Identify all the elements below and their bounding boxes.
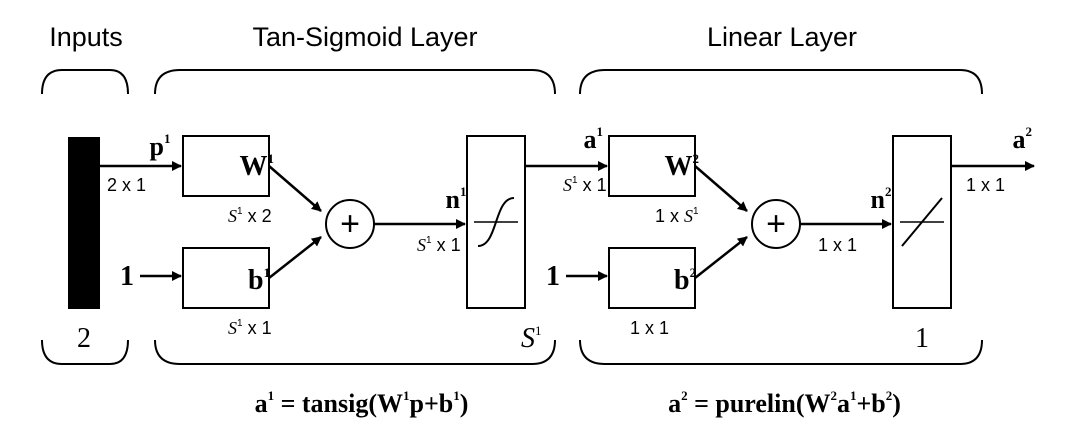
b2-dim: 1 x 1 [630,318,669,338]
purelin-count-label: 1 [915,323,929,354]
b1-box [182,247,270,309]
n1-label: n1 [413,173,486,214]
sum2-symbol: + [766,205,786,243]
b2-to-sum2-arrow [694,236,748,279]
w1-box [182,135,270,197]
input-vector-bar [68,137,100,309]
sum1-symbol: + [340,205,360,243]
b2-label: b2 [639,253,717,296]
layer2-bias-input: 1 [546,261,560,292]
b1-dim: S1 x 1 [203,318,287,338]
w1-to-sum1-arrow [268,165,322,212]
layer2-equation: a2 = purelin(W2a1+b2) [636,388,921,418]
layer1-equation: a1 = tansig(W1p+b1) [222,388,488,418]
input-signal-dim: 2 x 1 [107,175,146,195]
inputs-bottom-brace [41,339,129,365]
a1-dim: S1 x 1 [538,175,622,195]
w2-box [608,135,696,197]
linear-top-brace [579,69,983,95]
tansig-top-brace [154,69,556,95]
purelin-line-icon [901,197,943,247]
input-signal-label: p1 [117,120,190,161]
b1-label: b1 [213,253,291,296]
a2-label: a2 [980,113,1052,154]
n2-dim: 1 x 1 [818,235,857,255]
tansig-count-label: S1 [486,311,563,354]
linear-layer-header: Linear Layer [707,22,857,52]
w2-label: W2 [630,139,720,182]
tansig-layer-header: Tan-Sigmoid Layer [252,22,477,52]
b2-box [608,247,696,309]
a2-dim: 1 x 1 [966,175,1005,195]
n1-dim: S1 x 1 [392,235,476,255]
b1-to-sum1-arrow [268,236,322,279]
w2-to-sum2-arrow [694,165,748,212]
linear-bottom-brace [579,339,983,365]
tansig-bottom-brace [154,339,556,365]
inputs-top-brace [41,69,129,95]
layer1-bias-input: 1 [120,261,134,292]
a1-label: a1 [551,113,623,154]
input-size-label: 2 [77,323,91,354]
n2-label: n2 [838,173,911,214]
tansig-curve-icon [477,197,515,247]
w1-label: W1 [205,139,295,182]
inputs-header: Inputs [49,22,123,52]
w1-dim: S1 x 2 [203,206,287,226]
w2-dim: 1 x S1 [630,198,714,226]
